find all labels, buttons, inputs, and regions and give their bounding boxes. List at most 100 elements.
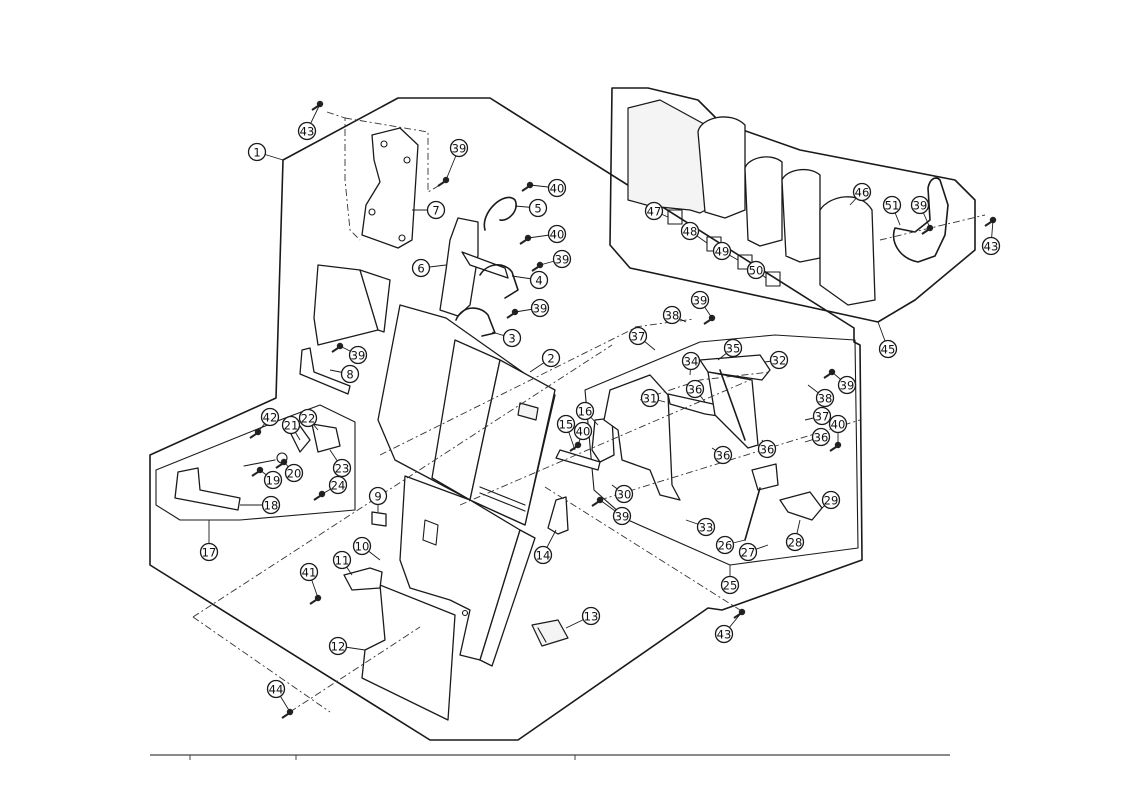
screw-icon (519, 234, 532, 245)
callout-circle (714, 624, 734, 644)
callout-circle (882, 195, 902, 215)
callout-9: 9 (368, 486, 388, 512)
group-45-parts (627, 99, 949, 306)
plate-6 (439, 217, 509, 317)
callout-circle (828, 414, 848, 434)
callout-6: 6 (411, 258, 447, 278)
callout-label: 2 (547, 352, 554, 366)
callout-label: 39 (615, 510, 630, 524)
callout-15: 15 (556, 414, 576, 451)
screw-icon (829, 441, 842, 452)
callout-34: 34 (681, 351, 701, 376)
callout-circle (199, 542, 219, 562)
callout-label: 51 (885, 199, 900, 213)
callout-circle (328, 475, 348, 495)
callout-11: 11 (332, 550, 353, 576)
callout-circle (547, 178, 567, 198)
callout-circle (332, 458, 352, 478)
callout-circle (263, 470, 283, 490)
screw-icon (521, 181, 534, 192)
callout-39: 39 (910, 195, 931, 229)
bracket-7 (361, 127, 419, 249)
callout-circle (541, 348, 561, 368)
callout-25: 25 (720, 565, 740, 595)
callout-50: 50 (746, 260, 767, 280)
callout-label: 34 (684, 355, 699, 369)
callout-label: 48 (683, 225, 698, 239)
callout-label: 3 (508, 332, 515, 346)
callout-22: 22 (298, 408, 319, 431)
callout-circle (266, 679, 286, 699)
screw-icon (331, 342, 344, 353)
callout-label: 11 (335, 554, 350, 568)
callout-label: 25 (723, 579, 738, 593)
callout-label: 35 (726, 342, 741, 356)
callout-label: 36 (760, 443, 775, 457)
callout-circle (533, 545, 553, 565)
dash-line-i (879, 214, 986, 241)
spring-5 (483, 196, 517, 231)
callout-circle (696, 517, 716, 537)
dash-line-h (634, 318, 695, 328)
callout-label: 14 (536, 549, 551, 563)
main-frame-2 (313, 264, 556, 526)
callout-28: 28 (785, 519, 805, 552)
plate-10-12 (361, 475, 536, 721)
callout-label: 9 (374, 490, 381, 504)
callout-label: 36 (814, 431, 829, 445)
callout-circle (738, 542, 758, 562)
callout-label: 41 (302, 566, 317, 580)
bracket-11 (343, 567, 383, 591)
callout-circle (348, 345, 368, 365)
callout-circle (297, 121, 317, 141)
callout-36: 36 (804, 427, 831, 447)
callout-label: 36 (688, 383, 703, 397)
callout-4: 4 (511, 270, 549, 290)
callout-10: 10 (352, 536, 381, 561)
callout-circle (352, 536, 372, 556)
dash-top-box (344, 117, 441, 193)
callout-circle (614, 484, 634, 504)
callout-label: 5 (534, 202, 541, 216)
callout-5: 5 (514, 198, 548, 218)
callout-label: 12 (331, 640, 346, 654)
callout-label: 44 (269, 683, 284, 697)
callout-circle (260, 407, 280, 427)
callout-24: 24 (321, 475, 348, 495)
callout-label: 21 (284, 419, 299, 433)
callout-label: 40 (550, 182, 565, 196)
dash-line-c (192, 616, 331, 713)
callout-43: 43 (297, 103, 321, 141)
callout-43: 43 (714, 611, 743, 644)
callout-label: 30 (617, 488, 632, 502)
callout-circle (681, 351, 701, 371)
callout-circle (529, 270, 549, 290)
callout-label: 37 (631, 330, 646, 344)
callout-circle (530, 298, 550, 318)
callout-circle (284, 463, 304, 483)
callout-label: 38 (665, 309, 680, 323)
callout-35: 35 (717, 338, 743, 361)
callout-circle (556, 414, 576, 434)
callout-20: 20 (283, 461, 304, 483)
callout-label: 23 (335, 462, 350, 476)
screws-layer (249, 100, 997, 719)
callout-31: 31 (640, 388, 666, 408)
callout-label: 7 (432, 204, 439, 218)
callout-36: 36 (685, 379, 706, 403)
callout-47: 47 (644, 201, 669, 221)
callout-26: 26 (715, 535, 746, 555)
screw-icon (437, 176, 450, 187)
callout-circle (715, 535, 735, 555)
callout-label: 39 (693, 294, 708, 308)
callout-label: 43 (717, 628, 732, 642)
callout-circle (644, 201, 664, 221)
callout-40: 40 (573, 421, 593, 446)
callout-label: 42 (263, 411, 278, 425)
callout-40: 40 (529, 178, 567, 198)
callout-37: 37 (804, 406, 832, 426)
callout-label: 17 (202, 546, 217, 560)
callout-circle (247, 142, 267, 162)
